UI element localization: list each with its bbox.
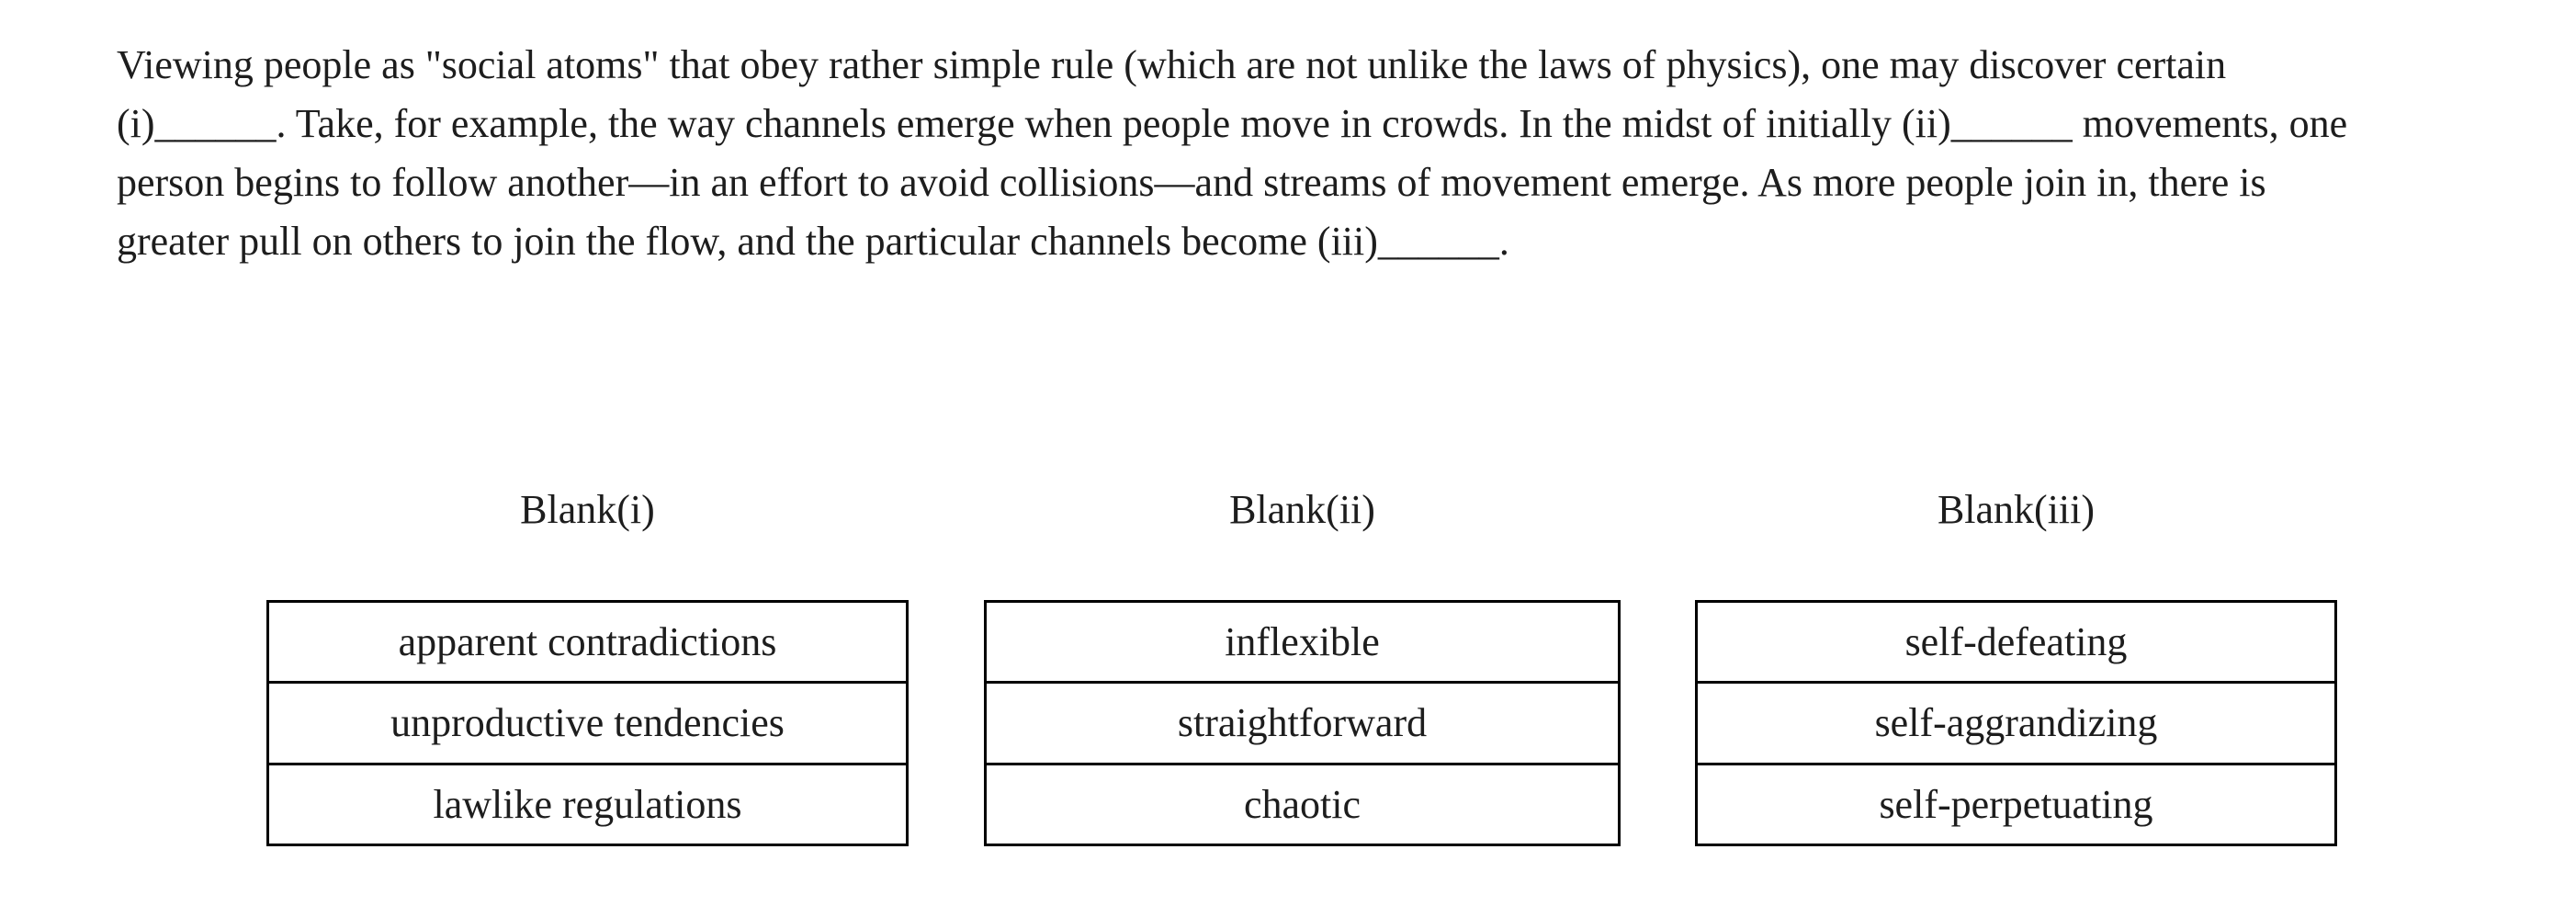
passage-line: greater pull on others to join the flow,… (117, 219, 1509, 264)
blank-i-options-table: apparent contradictions unproductive ten… (266, 600, 909, 846)
blank-i-option-2[interactable]: unproductive tendencies (269, 681, 906, 762)
blank-ii-header: Blank(ii) (1229, 487, 1375, 532)
blank-ii-option-3[interactable]: chaotic (987, 762, 1618, 844)
blank-i-header: Blank(i) (520, 487, 655, 532)
blank-i-option-1[interactable]: apparent contradictions (398, 619, 777, 665)
blank-iii-option-2[interactable]: self-aggrandizing (1698, 681, 2334, 762)
blank-i-option-3[interactable]: lawlike regulations (269, 762, 906, 844)
blank-iii-option-3[interactable]: self-perpetuating (1698, 762, 2334, 844)
passage-line: (i)______. Take, for example, the way ch… (117, 101, 2348, 146)
blank-iii-option-1[interactable]: self-defeating (1904, 619, 2128, 665)
passage: Viewing people as "social atoms" that ob… (117, 36, 2347, 271)
blank-ii-option-2[interactable]: straightforward (987, 681, 1618, 762)
blank-iii-header: Blank(iii) (1937, 487, 2096, 532)
passage-line: Viewing people as "social atoms" that ob… (117, 42, 2227, 87)
blank-iii-options-table: self-defeating self-aggrandizing self-pe… (1695, 600, 2337, 846)
blank-ii-options-table: inflexible straightforward chaotic (984, 600, 1621, 846)
blank-ii-option-1[interactable]: inflexible (1225, 619, 1380, 665)
passage-line: person begins to follow another—in an ef… (117, 160, 2266, 205)
